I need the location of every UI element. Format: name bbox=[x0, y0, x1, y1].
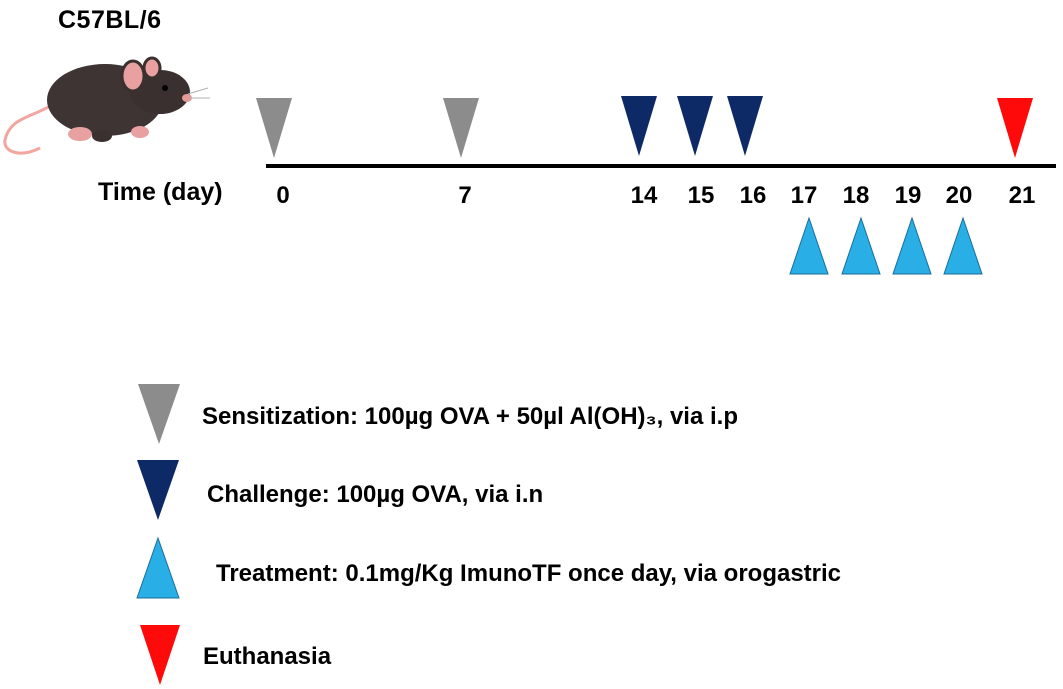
day-label: 0 bbox=[276, 182, 290, 209]
treatment-marker bbox=[943, 216, 983, 275]
day-label: 19 bbox=[894, 182, 922, 209]
day-label: 17 bbox=[790, 182, 818, 209]
treatment-marker bbox=[892, 216, 932, 275]
legend-treatment-label: Treatment: 0.1mg/Kg ImunoTF once day, vi… bbox=[216, 560, 842, 587]
sensitization-marker bbox=[443, 98, 479, 158]
treatment-marker bbox=[841, 216, 881, 275]
legend-challenge-icon bbox=[137, 460, 179, 520]
day-label: 18 bbox=[842, 182, 870, 209]
day-label: 15 bbox=[687, 182, 715, 209]
day-label: 21 bbox=[1008, 182, 1036, 209]
timeline-axis bbox=[266, 164, 1056, 168]
day-label: 7 bbox=[458, 182, 472, 209]
legend-sensitization-label: Sensitization: 100µg OVA + 50µl Al(OH)₃,… bbox=[202, 403, 738, 430]
axis-label: Time (day) bbox=[98, 178, 223, 206]
legend-sensitization-icon bbox=[138, 384, 180, 444]
legend-euthanasia-label: Euthanasia bbox=[203, 643, 332, 670]
challenge-marker bbox=[727, 96, 763, 156]
strain-title: C57BL/6 bbox=[58, 6, 162, 34]
legend-treatment-icon bbox=[136, 536, 180, 599]
challenge-marker bbox=[677, 96, 713, 156]
sensitization-marker bbox=[256, 98, 292, 158]
day-label: 14 bbox=[630, 182, 658, 209]
day-label: 16 bbox=[739, 182, 767, 209]
treatment-marker bbox=[789, 216, 829, 275]
day-label: 20 bbox=[945, 182, 973, 209]
challenge-marker bbox=[621, 96, 657, 156]
euthanasia-marker bbox=[997, 98, 1033, 158]
mouse-icon bbox=[3, 56, 210, 155]
legend-euthanasia-icon bbox=[140, 625, 180, 685]
legend-challenge-label: Challenge: 100µg OVA, via i.n bbox=[207, 481, 544, 508]
